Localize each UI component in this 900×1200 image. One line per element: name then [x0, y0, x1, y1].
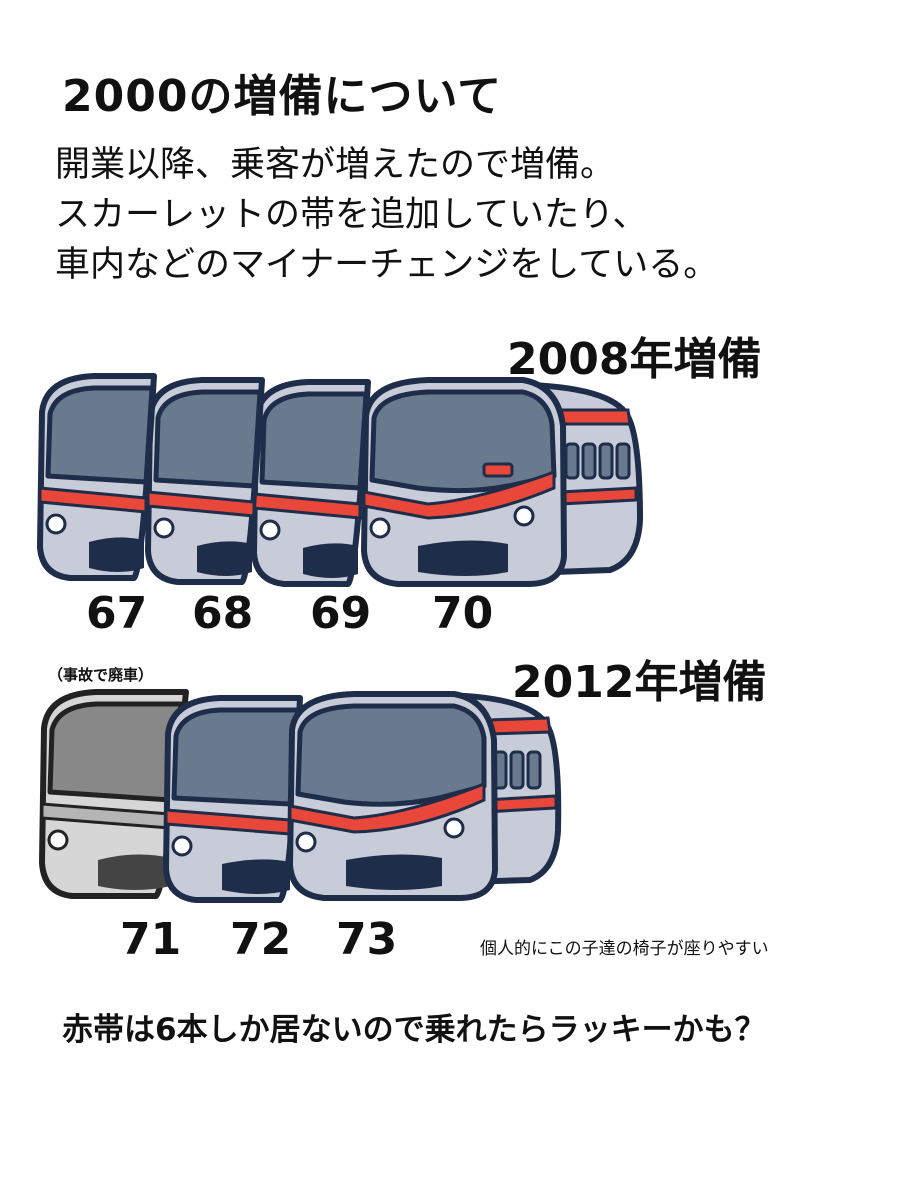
description-line: 車内などのマイナーチェンジをしている。: [55, 245, 719, 285]
train-front-68: [145, 377, 265, 585]
car-number-68: 68: [192, 588, 254, 639]
car-number-73: 73: [336, 914, 398, 965]
train-front-71-retired: [39, 689, 189, 899]
description-line: スカーレットの帯を追加していたり、: [55, 195, 648, 235]
page-title: 2000の増備について: [62, 71, 503, 122]
car-number-69: 69: [310, 588, 372, 639]
train-front-69: [251, 379, 371, 587]
train-group-2008: [37, 373, 644, 587]
car-number-71: 71: [120, 914, 182, 965]
footer-text: 赤帯は6本しか居ないので乗れたらラッキーかも？: [62, 1012, 766, 1048]
train-front-73: [287, 691, 498, 901]
retired-note: （事故で廃車）: [48, 666, 154, 684]
side-note: 個人的にこの子達の椅子が座りやすい: [480, 939, 769, 959]
description: 開業以降、乗客が増えたので増備。 スカーレットの帯を追加していたり、 車内などの…: [55, 140, 718, 290]
year-label-2012: 2012年増備: [512, 657, 767, 708]
car-number-70: 70: [432, 588, 494, 639]
car-number-72: 72: [230, 914, 292, 965]
train-group-2012: [39, 689, 562, 903]
train-front-72: [163, 695, 303, 903]
description-line: 開業以降、乗客が増えたので増備。: [55, 145, 616, 185]
car-number-67: 67: [86, 588, 148, 639]
train-front-70: [361, 377, 567, 587]
train-front-67: [37, 373, 157, 581]
year-label-2008: 2008年増備: [507, 334, 762, 385]
